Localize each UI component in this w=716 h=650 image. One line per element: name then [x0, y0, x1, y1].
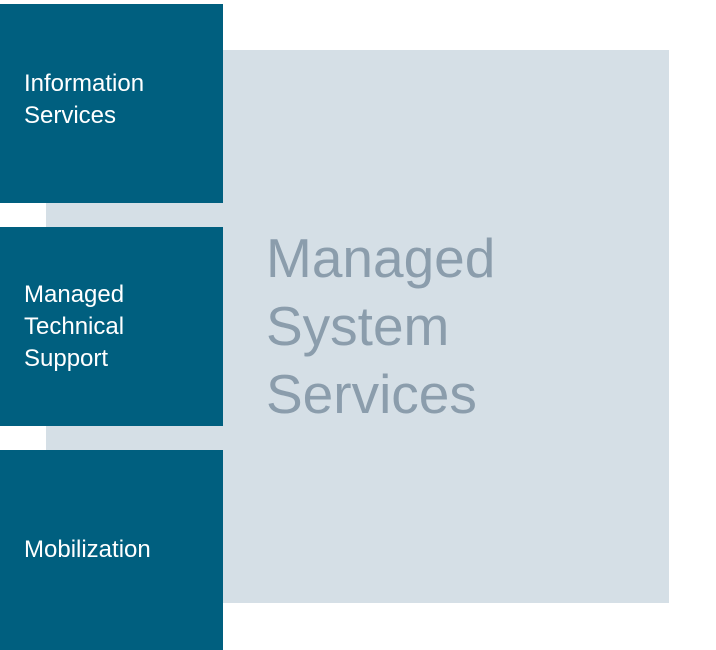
managed-system-services-label: Managed System Services: [266, 227, 496, 425]
information-services-block: Information Services: [0, 4, 223, 203]
mobilization-label: Mobilization: [24, 536, 151, 563]
managed-technical-support-block: Managed Technical Support: [0, 227, 223, 426]
information-services-label: Information Services: [24, 70, 145, 129]
managed-technical-support-label: Managed Technical Support: [24, 280, 125, 372]
mobilization-block: Mobilization: [0, 450, 223, 650]
